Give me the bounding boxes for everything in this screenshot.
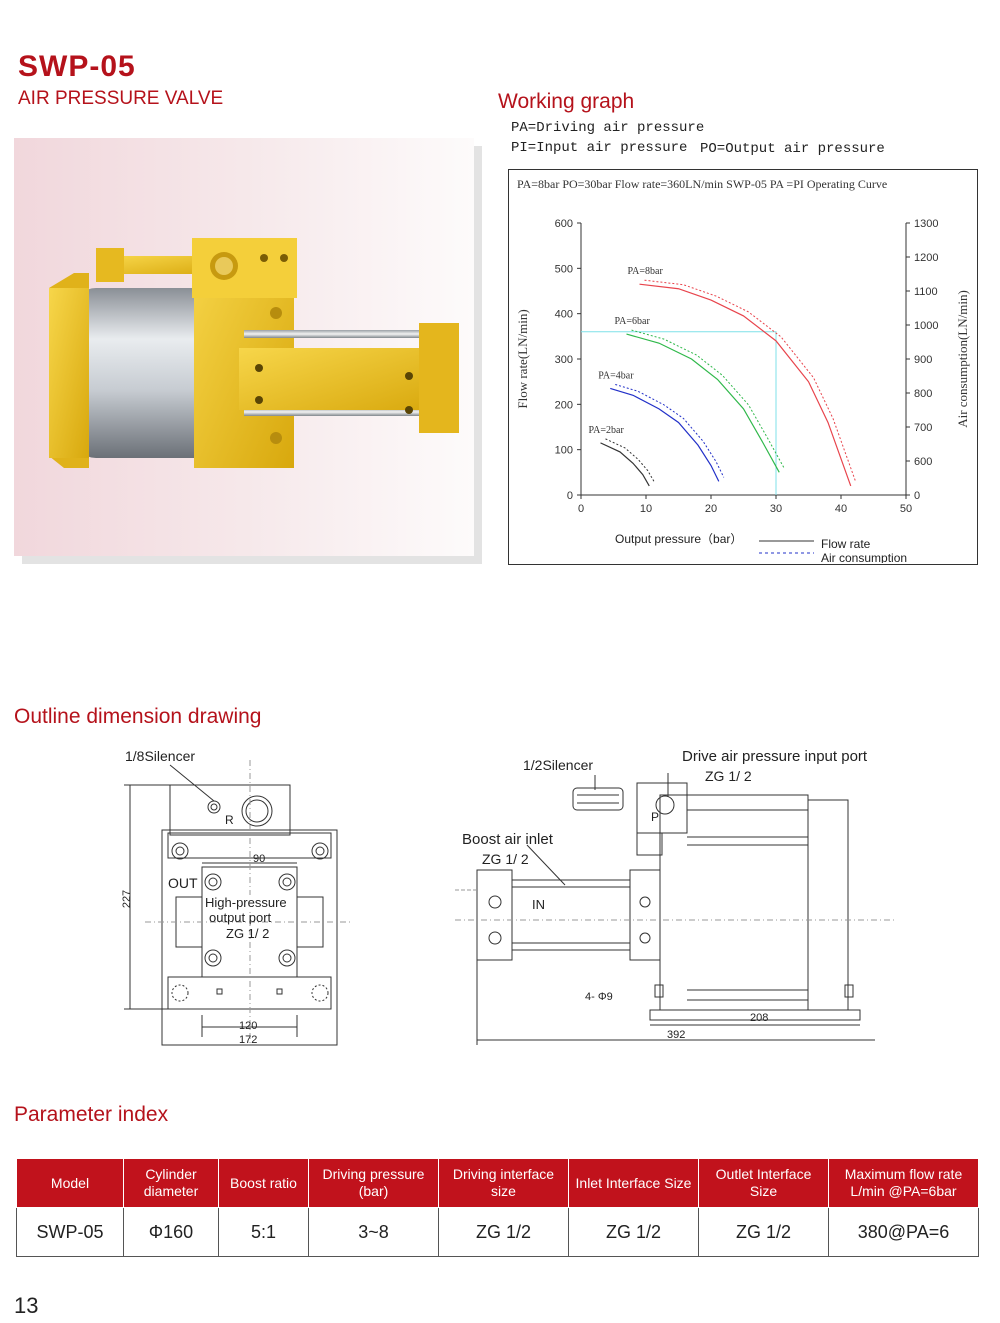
- y2-axis-label: Air consumption(LN/min): [955, 290, 970, 428]
- y-tick-label: 400: [555, 309, 573, 321]
- series-line: [610, 387, 720, 482]
- in-label: IN: [532, 897, 545, 912]
- x-tick-label: 10: [640, 503, 652, 515]
- drive-port-label: Drive air pressure input port: [682, 748, 868, 765]
- legend-pi: PI=Input air pressure: [511, 140, 688, 156]
- x-tick-label: 0: [578, 503, 584, 515]
- model-title: SWP-05: [18, 50, 136, 83]
- header-boost: Boost ratio: [218, 1158, 309, 1208]
- header-cylinder: Cylinder diameter: [123, 1158, 219, 1208]
- front-view-drawing: 1/8Silencer R OUT High-pressure output p…: [110, 745, 360, 1055]
- legend-flow-label: Flow rate: [821, 537, 871, 551]
- y-tick-label: 200: [555, 399, 573, 411]
- y-axis-label: Flow rate(LN/min): [515, 309, 530, 408]
- cell-max-flow: 380@PA=6: [828, 1207, 979, 1257]
- legend-pa: PA=Driving air pressure: [511, 120, 705, 136]
- front-port-thread: ZG 1/ 2: [226, 926, 270, 941]
- product-photo: [14, 138, 474, 556]
- cell-outlet-interface: ZG 1/2: [698, 1207, 829, 1257]
- boost-inlet-label: Boost air inlet: [462, 831, 553, 848]
- series-line: [639, 283, 852, 487]
- dim-172: 172: [239, 1034, 258, 1046]
- front-out-label: OUT: [168, 875, 198, 891]
- series-label: PA=4bar: [598, 370, 634, 381]
- cell-cylinder: Φ160: [123, 1207, 219, 1257]
- y2-tick-label: 900: [914, 354, 932, 366]
- pump-illustration: [49, 238, 459, 468]
- y-tick-label: 500: [555, 263, 573, 275]
- p-label: P: [651, 810, 660, 824]
- legend-po: PO=Output air pressure: [700, 141, 885, 157]
- outline-title: Outline dimension drawing: [14, 705, 262, 728]
- reference-line: [581, 331, 777, 495]
- series-line: [626, 333, 780, 473]
- y-tick-label: 100: [555, 445, 573, 457]
- cell-driving-pressure: 3~8: [308, 1207, 439, 1257]
- operating-curve-chart: PA=8bar PO=30bar Flow rate=360LN/min SWP…: [508, 169, 978, 565]
- front-silencer-label: 1/8Silencer: [125, 748, 196, 764]
- x-tick-label: 50: [900, 503, 912, 515]
- page-number: 13: [14, 1293, 39, 1318]
- x-tick-label: 40: [835, 503, 847, 515]
- dim-90: 90: [253, 853, 266, 865]
- y-tick-label: 0: [567, 490, 573, 502]
- y2-tick-label: 1100: [914, 286, 938, 298]
- y2-tick-label: 1000: [914, 320, 938, 332]
- parameter-table: Model Cylinder diameter Boost ratio Driv…: [16, 1158, 979, 1257]
- working-graph-title: Working graph: [498, 90, 635, 113]
- x-tick-label: 20: [705, 503, 717, 515]
- cell-inlet-interface: ZG 1/2: [568, 1207, 699, 1257]
- front-port-line1: High-pressure: [205, 895, 287, 910]
- cell-model: SWP-05: [16, 1207, 124, 1257]
- legend-consumption-label: Air consumption: [821, 551, 907, 563]
- header-max-flow: Maximum flow rate L/min @PA=6bar: [828, 1158, 979, 1208]
- series-label: PA=6bar: [615, 316, 651, 327]
- side-view-drawing: 1/2Silencer Drive air pressure input por…: [455, 745, 895, 1050]
- drive-port-thread: ZG 1/ 2: [705, 768, 752, 784]
- cell-boost: 5:1: [218, 1207, 309, 1257]
- dim-208: 208: [750, 1012, 769, 1024]
- y2-tick-label: 0: [914, 490, 920, 502]
- boost-inlet-thread: ZG 1/ 2: [482, 851, 529, 867]
- parameter-title: Parameter index: [14, 1103, 169, 1126]
- dim-227: 227: [121, 889, 134, 909]
- series-label: PA=8bar: [628, 266, 664, 277]
- table-header-row: Model Cylinder diameter Boost ratio Driv…: [16, 1158, 979, 1208]
- cell-driving-interface: ZG 1/2: [438, 1207, 569, 1257]
- front-port-line2: output port: [209, 910, 272, 925]
- header-driving-pressure: Driving pressure (bar): [308, 1158, 439, 1208]
- header-model: Model: [16, 1158, 124, 1208]
- y2-tick-label: 1300: [914, 218, 938, 230]
- model-subtitle: AIR PRESSURE VALVE: [18, 88, 224, 109]
- holes-label: 4- Φ9: [585, 991, 613, 1003]
- y2-tick-label: 700: [914, 422, 932, 434]
- front-r-label: R: [225, 813, 234, 827]
- series-line: [600, 442, 650, 487]
- side-silencer-label: 1/2Silencer: [523, 757, 594, 773]
- chart-svg: PA=8bar PO=30bar Flow rate=360LN/min SWP…: [515, 177, 970, 565]
- y-tick-label: 600: [555, 218, 573, 230]
- y2-tick-label: 800: [914, 388, 932, 400]
- y2-tick-label: 600: [914, 456, 932, 468]
- series-consumption-line: [644, 279, 857, 483]
- x-axis-label: Output pressure（bar）: [615, 532, 742, 546]
- dim-392: 392: [667, 1029, 686, 1041]
- table-row: SWP-05 Φ160 5:1 3~8 ZG 1/2 ZG 1/2 ZG 1/2…: [16, 1207, 979, 1257]
- dim-120: 120: [239, 1020, 258, 1032]
- y-tick-label: 300: [555, 354, 573, 366]
- header-driving-interface: Driving interface size: [438, 1158, 569, 1208]
- y2-tick-label: 1200: [914, 252, 938, 264]
- x-tick-label: 30: [770, 503, 782, 515]
- chart-title: PA=8bar PO=30bar Flow rate=360LN/min SWP…: [517, 177, 887, 191]
- header-outlet-interface: Outlet Interface Size: [698, 1158, 829, 1208]
- header-inlet-interface: Inlet Interface Size: [568, 1158, 699, 1208]
- series-label: PA=2bar: [589, 425, 625, 436]
- series-consumption-line: [615, 383, 725, 478]
- series-consumption-line: [631, 329, 785, 469]
